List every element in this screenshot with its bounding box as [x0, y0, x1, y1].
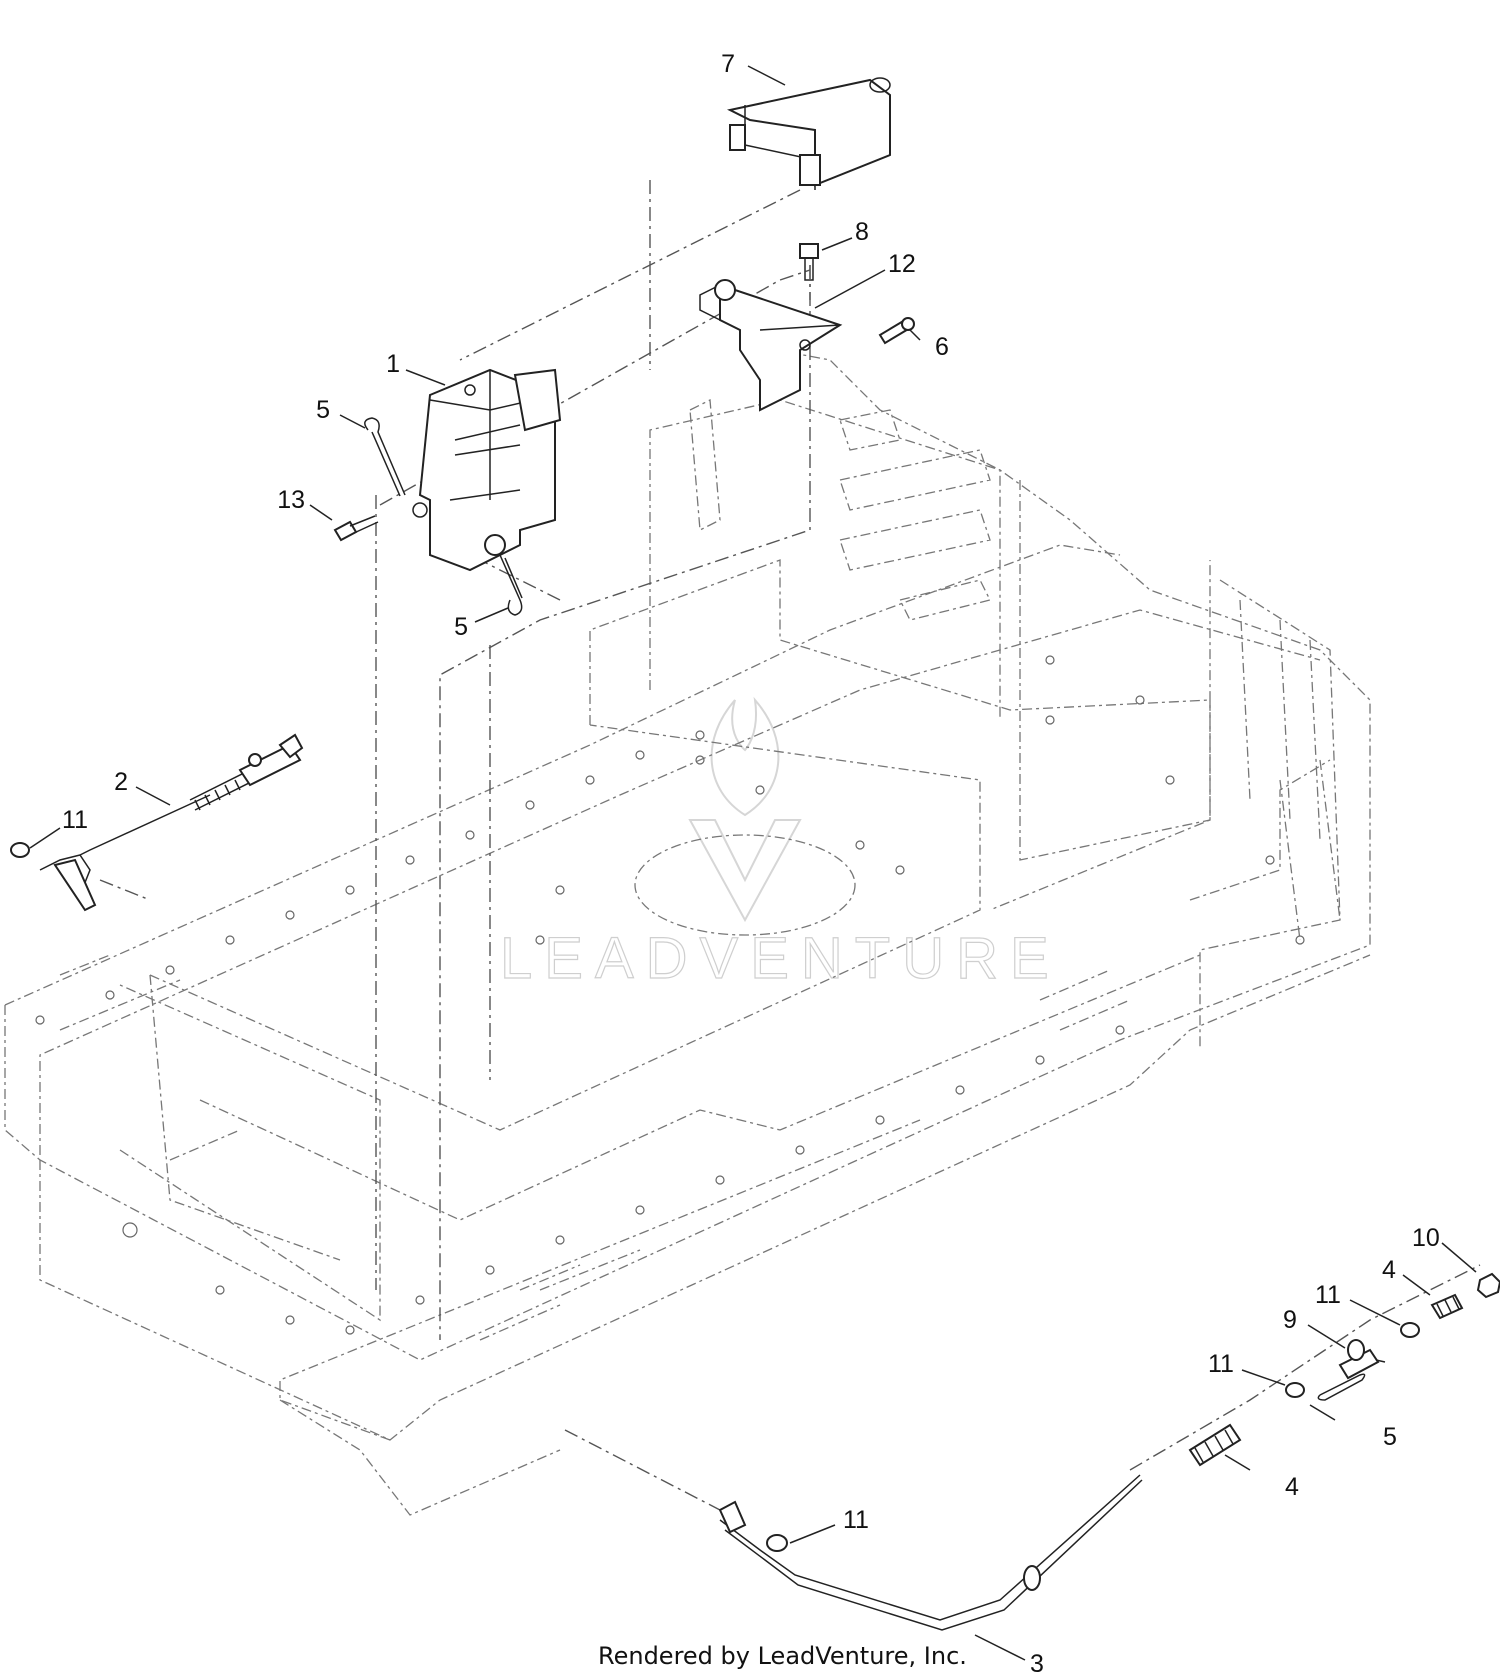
callout-2: 2 — [114, 768, 128, 796]
part-3-rod — [718, 1474, 1143, 1631]
part-5-clip-right — [1317, 1373, 1366, 1401]
part-5-clip-lower — [499, 554, 523, 616]
callout-12: 12 — [888, 250, 916, 278]
callout-11-mid-right: 11 — [1208, 1350, 1234, 1378]
part-10-nut — [1476, 1272, 1500, 1299]
part-2-rod — [39, 733, 304, 912]
watermark-logo-icon — [688, 696, 802, 923]
callout-3: 3 — [1030, 1650, 1044, 1676]
leader-lines — [29, 65, 1477, 1661]
callout-10: 10 — [1412, 1224, 1440, 1252]
watermark-text: LEADVENTURE — [500, 926, 1061, 991]
part-6-pin — [878, 317, 915, 345]
part-9-swivel — [1338, 1339, 1386, 1380]
part-11-washer-a — [10, 842, 30, 858]
callout-11-left: 11 — [62, 806, 88, 834]
footer-credit: Rendered by LeadVenture, Inc. — [598, 1642, 967, 1670]
part-5-clip-upper — [364, 417, 406, 497]
callout-labels: 7 8 12 6 1 5 13 5 2 11 10 4 11 9 11 5 4 … — [62, 50, 1440, 1676]
part-12-bracket — [699, 279, 843, 412]
callout-8: 8 — [855, 218, 869, 246]
callout-4-lower: 4 — [1285, 1473, 1299, 1501]
mower-frame — [4, 344, 1371, 1516]
callout-4-upper: 4 — [1382, 1256, 1396, 1284]
callout-1: 1 — [386, 350, 400, 378]
callout-13: 13 — [277, 486, 305, 514]
callout-9: 9 — [1283, 1306, 1297, 1334]
part-7-cover — [727, 77, 891, 190]
callout-7: 7 — [721, 50, 735, 78]
callout-11-upper-right: 11 — [1315, 1281, 1341, 1309]
part-4-spring-upper — [1430, 1293, 1464, 1320]
callout-11-bottom: 11 — [843, 1506, 869, 1534]
callout-6: 6 — [935, 333, 949, 361]
part-11-washer-d — [766, 1534, 788, 1552]
part-4-spring-lower — [1188, 1423, 1242, 1467]
part-11-washer-c — [1285, 1382, 1305, 1398]
part-13-screw — [333, 515, 379, 542]
callout-5-right: 5 — [1383, 1423, 1397, 1451]
part-8-bolt — [799, 243, 819, 281]
part-1-actuator — [412, 368, 562, 572]
assembly-lines — [99, 180, 1481, 1511]
callout-5-upper: 5 — [316, 396, 330, 424]
leadventure-watermark: LEADVENTURE — [499, 696, 1061, 992]
part-11-washer-b — [1400, 1322, 1420, 1338]
callout-5-lower: 5 — [454, 613, 468, 641]
